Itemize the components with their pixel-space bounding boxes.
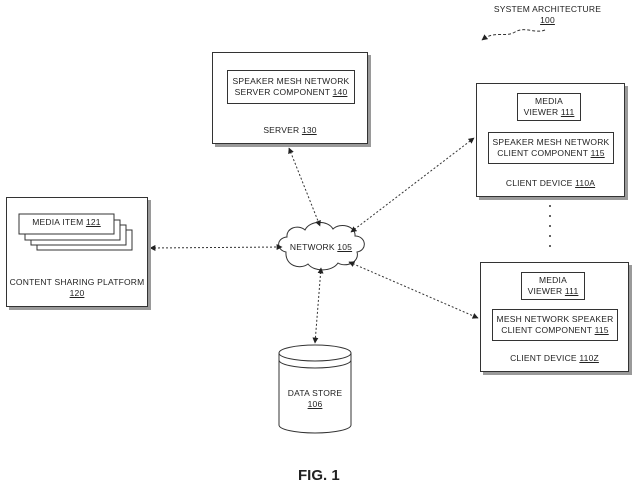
network-label: NETWORK 105	[286, 242, 356, 253]
server-component-line2: SERVER COMPONENT	[234, 87, 331, 97]
client-a-label-text: CLIENT DEVICE	[505, 178, 573, 188]
network-label-text: NETWORK	[289, 242, 335, 252]
client-z-viewer-line2: VIEWER	[527, 286, 563, 296]
server-component-line1: SPEAKER MESH NETWORK	[232, 76, 350, 86]
client-device-a-box: MEDIA VIEWER 111 SPEAKER MESH NETWORK CL…	[476, 83, 625, 197]
server-label: SERVER 130	[213, 125, 367, 136]
client-device-z-box: MEDIA VIEWER 111 MESH NETWORK SPEAKER CL…	[480, 262, 629, 372]
client-a-component-label: SPEAKER MESH NETWORK CLIENT COMPONENT 11…	[489, 137, 613, 159]
link-platform-network	[149, 244, 283, 251]
server-component-box: SPEAKER MESH NETWORK SERVER COMPONENT 14…	[227, 70, 355, 104]
media-item-stack	[18, 213, 133, 251]
link-network-client-a	[350, 137, 475, 233]
data-store-ref: 106	[307, 399, 323, 409]
client-z-ref: 110Z	[579, 353, 599, 363]
client-a-viewer-ref: 111	[560, 107, 575, 117]
client-a-media-viewer: MEDIA VIEWER 111	[517, 93, 581, 121]
server-component-ref: 140	[332, 87, 348, 97]
client-a-component-box: SPEAKER MESH NETWORK CLIENT COMPONENT 11…	[488, 132, 614, 164]
client-z-component-box: MESH NETWORK SPEAKER CLIENT COMPONENT 11…	[492, 309, 618, 341]
client-ellipsis-dots	[549, 205, 551, 247]
client-z-component-ref: 115	[594, 325, 609, 335]
server-box: SPEAKER MESH NETWORK SERVER COMPONENT 14…	[212, 52, 368, 144]
client-a-component-ref: 115	[590, 148, 605, 158]
client-z-viewer-ref: 111	[564, 286, 579, 296]
link-server-network	[288, 147, 321, 227]
client-a-component-line1: SPEAKER MESH NETWORK	[492, 137, 610, 147]
platform-label: CONTENT SHARING PLATFORM 120	[7, 277, 147, 299]
data-store-cylinder	[278, 344, 352, 434]
title-text: SYSTEM ARCHITECTURE	[493, 4, 602, 14]
figure-caption: FIG. 1	[298, 467, 340, 484]
server-ref: 130	[301, 125, 317, 135]
client-z-label-text: CLIENT DEVICE	[510, 353, 577, 363]
client-z-label: CLIENT DEVICE 110Z	[481, 353, 628, 364]
client-z-media-viewer: MEDIA VIEWER 111	[521, 272, 585, 300]
client-a-viewer-line2: VIEWER	[523, 107, 559, 117]
client-a-component-line2: CLIENT COMPONENT	[497, 148, 588, 158]
client-a-label: CLIENT DEVICE 110A	[477, 178, 624, 189]
server-component-label: SPEAKER MESH NETWORK SERVER COMPONENT 14…	[228, 76, 354, 98]
data-store-label: DATA STORE 106	[279, 388, 351, 410]
client-z-component-label: MESH NETWORK SPEAKER CLIENT COMPONENT 11…	[493, 314, 617, 336]
client-a-ref: 110A	[575, 178, 596, 188]
client-z-component-line1: MESH NETWORK SPEAKER	[496, 314, 614, 324]
title-pointer-arrow	[481, 29, 546, 41]
media-item-label: MEDIA ITEM 121	[19, 217, 114, 228]
link-network-datastore	[312, 267, 324, 344]
data-store-label-text: DATA STORE	[287, 388, 343, 398]
media-item-text: MEDIA ITEM	[32, 217, 84, 227]
client-a-viewer-line1: MEDIA	[535, 96, 563, 106]
link-network-client-z	[348, 261, 479, 319]
system-architecture-title: SYSTEM ARCHITECTURE 100	[490, 4, 605, 26]
content-sharing-platform-box: CONTENT SHARING PLATFORM 120	[6, 197, 148, 307]
network-ref: 105	[337, 242, 353, 252]
media-item-ref: 121	[85, 217, 101, 227]
platform-label-text: CONTENT SHARING PLATFORM	[9, 277, 145, 287]
platform-ref: 120	[69, 288, 85, 298]
client-a-viewer-label: MEDIA VIEWER 111	[518, 96, 580, 118]
server-label-text: SERVER	[263, 125, 300, 135]
client-z-viewer-label: MEDIA VIEWER 111	[522, 275, 584, 297]
title-ref: 100	[540, 15, 555, 25]
client-z-component-line2: CLIENT COMPONENT	[501, 325, 592, 335]
client-z-viewer-line1: MEDIA	[539, 275, 567, 285]
